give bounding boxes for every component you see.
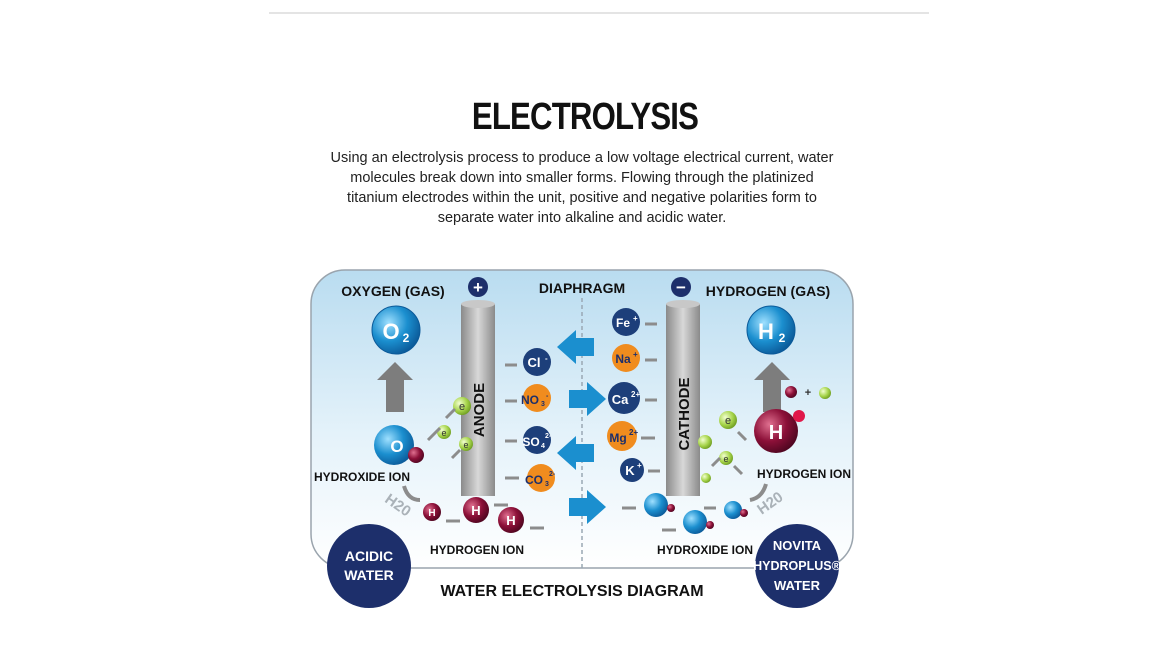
svg-text:3: 3 [545,481,549,488]
cathode-top [666,300,700,308]
svg-text:2-: 2- [549,471,556,478]
svg-text:+: + [633,314,638,323]
hydroxide-ions-right [622,493,748,534]
electron-label-2: e [441,428,446,438]
cathode-label: CATHODE [676,377,693,450]
hydrogen-label: HYDROGEN (GAS) [706,283,830,299]
svg-text:+: + [637,461,642,470]
hydrogen-ion-right-label: HYDROGEN ION [757,467,851,481]
flow-arrow-left-1 [557,330,594,364]
cation-fe: Fe + [612,308,657,336]
oxygen-label: OXYGEN (GAS) [341,283,444,299]
plus-text: + [805,387,811,399]
svg-text:K: K [625,463,635,478]
novita-water-badge [755,524,839,608]
h-letter-1: H [428,508,435,519]
diaphragm-label: DIAPHRAGM [539,280,625,296]
small-arrow-left-2 [444,407,457,420]
svg-text:2-: 2- [545,433,552,440]
svg-text:Ca: Ca [612,392,629,407]
svg-text:2+: 2+ [631,390,640,399]
anion-so4: SO 4 2- [505,426,552,454]
novita-line1: NOVITA [773,538,822,553]
svg-text:Mg: Mg [609,431,626,445]
small-arrow-left-1 [426,426,442,442]
hydroxide-ion-bottom-label: HYDROXIDE ION [657,543,753,557]
small-arrow-left-3 [450,448,462,460]
hydrogen-ion-bottom-label: HYDROGEN ION [430,543,524,557]
svg-text:SO: SO [522,435,539,449]
minus-icon [671,277,691,297]
novita-line2: HYDROPLUS® [753,559,841,573]
svg-text:+: + [633,350,638,359]
acidic-water-line2: WATER [344,567,394,583]
hydroxide-ion-left-h [408,447,424,463]
anion-cl: Cl - [505,348,551,376]
anode-top [461,300,495,308]
anion-no3: NO 3 - [505,384,551,412]
anode-label: ANODE [471,383,488,437]
electron-label-3: e [463,440,468,450]
description-text: Using an electrolysis process to produce… [330,150,834,226]
hydroxide-o-letter: O [390,437,403,456]
hydrogen-ion-right-h: H [769,422,783,444]
novita-line3: WATER [774,578,821,593]
plus-charge-dot [793,410,805,422]
o2-symbol: O [382,319,399,344]
svg-text:-: - [546,393,549,400]
svg-text:Na: Na [615,352,631,366]
h-letter-3: H [506,513,515,528]
description: Using an electrolysis process to produce… [330,148,834,228]
cation-mg: Mg 2+ [607,421,655,451]
o2-bubble [371,305,421,355]
flow-arrow-left-2 [557,436,594,470]
h2-subscript: 2 [779,331,786,345]
h-plus-small [785,386,797,398]
svg-text:Fe: Fe [616,316,630,330]
svg-text:3: 3 [541,401,545,408]
svg-text:CO: CO [525,473,543,487]
page-title: ELECTROLYSIS [471,96,699,138]
curve-arrow-left [402,485,421,502]
diagram-caption: WATER ELECTROLYSIS DIAGRAM [440,583,703,600]
acidic-water-line1: ACIDIC [345,548,393,564]
hydrogen-ion-right [754,409,798,453]
svg-text:4: 4 [541,443,545,450]
cation-na: Na + [612,344,657,372]
hydroxide-ion-left-label: HYDROXIDE ION [314,470,410,484]
h2-symbol: H [758,319,774,344]
up-arrow-left [377,362,413,412]
up-arrow-right [754,362,790,412]
curve-arrow-right [749,483,768,502]
h2-bubble [746,305,796,355]
electrons-right: e e [698,411,748,483]
cathode-electrode [666,304,700,496]
o2-subscript: 2 [403,331,410,345]
top-divider [269,12,929,14]
svg-text:2+: 2+ [629,428,638,437]
hydroxide-ion-left-o [374,425,414,465]
svg-text:NO: NO [521,393,539,407]
e-small [819,387,831,399]
electron-label-1: e [459,401,465,413]
electron-label-5: e [723,454,728,464]
hydrogen-ions-left: H H H [423,497,544,533]
minus-sign: − [676,278,686,297]
flow-arrow-right-1 [569,382,606,416]
svg-text:-: - [545,354,548,363]
anion-co3: CO 3 2- [505,464,556,492]
cation-k: K + [620,458,660,482]
plus-icon [468,277,488,297]
acidic-water-badge [327,524,411,608]
cation-ca: Ca 2+ [608,382,657,414]
plus-sign: + [473,278,483,297]
h-letter-2: H [471,503,480,518]
electron-label-4: e [725,415,731,427]
flow-arrow-right-2 [569,490,606,524]
svg-text:Cl: Cl [528,355,541,370]
